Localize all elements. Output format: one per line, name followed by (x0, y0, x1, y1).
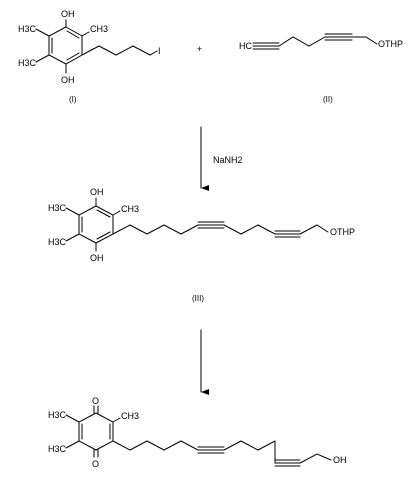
plus-sign: + (197, 44, 202, 54)
compound-i-methyl-2: H3C (18, 58, 37, 68)
compound-product-bonds (65, 405, 332, 467)
compound-i-methyl-3: CH3 (90, 24, 108, 34)
compound-ii-caption: (II) (323, 95, 333, 104)
compound-iii-methyl-1: H3C (48, 203, 67, 213)
compound-product-o-top: O (92, 396, 99, 406)
compound-iii: OH OH H3C H3C CH3 OTHP (III) (48, 187, 355, 303)
compound-product-methyl-1: H3C (48, 410, 67, 420)
compound-product-methyl-2: H3C (48, 444, 67, 454)
compound-product: O O H3C H3C CH3 OH (48, 396, 347, 469)
compound-ii: HC OTHP (II) (239, 33, 403, 104)
compound-i-iodo: I (158, 46, 161, 56)
reagent-step-1: NaNH2 (213, 155, 243, 165)
compound-ii-bonds (252, 33, 378, 50)
compound-iii-caption: (III) (192, 294, 204, 303)
compound-iii-oh-top: OH (90, 187, 104, 197)
compound-i: OH OH H3C H3C CH3 I (I) (18, 9, 161, 104)
compound-i-methyl-1: H3C (18, 24, 37, 34)
compound-ii-hc: HC (239, 41, 252, 51)
compound-iii-oh-bottom: OH (90, 253, 104, 263)
compound-iii-bonds (65, 197, 329, 252)
compound-i-bonds (35, 19, 158, 74)
compound-iii-methyl-2: H3C (48, 237, 67, 247)
compound-iii-othp: OTHP (330, 227, 355, 237)
compound-product-o-bottom: O (92, 459, 99, 469)
compound-product-oh: OH (333, 455, 347, 465)
compound-ii-othp: OTHP (378, 39, 403, 49)
compound-i-oh-top: OH (61, 9, 75, 19)
compound-i-oh-bottom: OH (61, 75, 75, 85)
compound-i-caption: (I) (69, 95, 77, 104)
compound-product-methyl-3: CH3 (121, 411, 139, 421)
compound-iii-methyl-3: CH3 (121, 204, 139, 214)
